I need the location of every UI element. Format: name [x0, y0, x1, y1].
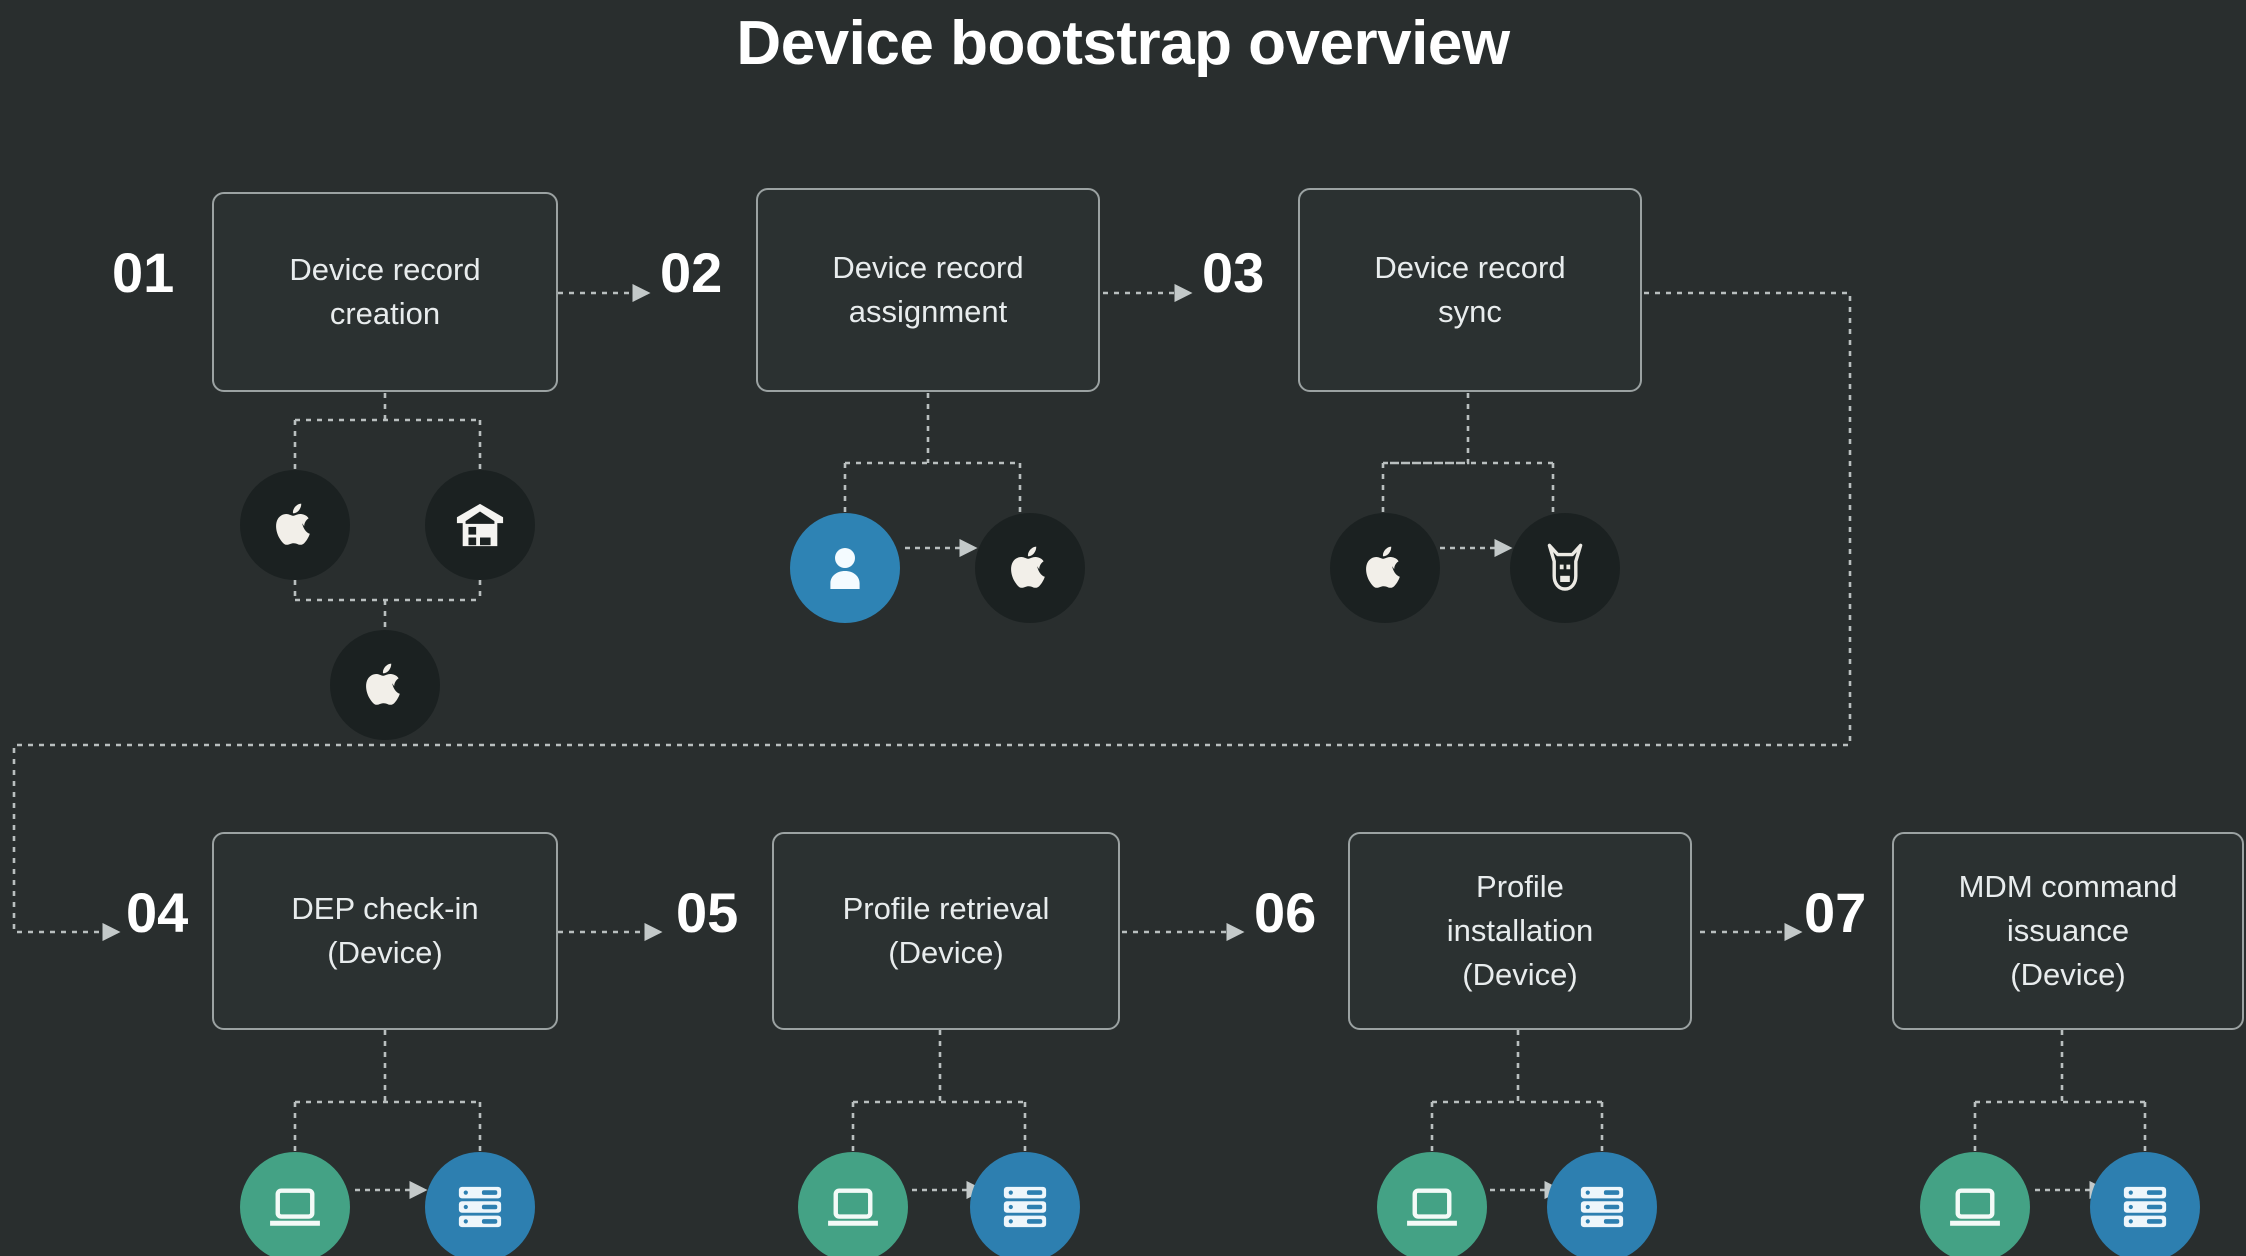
step-label-04: DEP check-in (Device)	[291, 890, 479, 970]
apple-icon	[1006, 540, 1054, 596]
step-box-07[interactable]: MDM command issuance (Device)	[1892, 832, 2244, 1030]
laptop-icon	[266, 1184, 324, 1230]
branch-05	[851, 1030, 1027, 1152]
step-number-03: 03	[1202, 241, 1265, 304]
laptop-icon	[1403, 1184, 1461, 1230]
branch-03	[1381, 393, 1555, 513]
branch-06	[1430, 1030, 1604, 1152]
step-label-02: Device record assignment	[832, 249, 1024, 329]
branch-01	[293, 393, 482, 470]
step-number-07: 07	[1804, 881, 1867, 944]
step-box-01[interactable]: Device record creation	[212, 192, 558, 392]
user-icon	[821, 542, 869, 594]
icon-circle-apple-03[interactable]	[1330, 513, 1440, 623]
step-box-05[interactable]: Profile retrieval (Device)	[772, 832, 1120, 1030]
branch-07	[1973, 1030, 2147, 1152]
step-number-06: 06	[1254, 881, 1317, 944]
step-number-01: 01	[112, 241, 175, 304]
icon-circle-server-05[interactable]	[970, 1152, 1080, 1256]
icon-circle-apple-01b[interactable]	[330, 630, 440, 740]
icon-circle-laptop-04[interactable]	[240, 1152, 350, 1256]
icon-circle-user-02[interactable]	[790, 513, 900, 623]
step-number-05: 05	[676, 881, 739, 944]
apple-icon	[361, 657, 409, 713]
icon-circle-server-07[interactable]	[2090, 1152, 2200, 1256]
step-label-06: Profile installation (Device)	[1446, 868, 1594, 992]
step-label-03: Device record sync	[1374, 249, 1566, 329]
server-icon	[455, 1183, 505, 1231]
warehouse-icon	[453, 500, 507, 550]
step-label-01: Device record creation	[289, 251, 481, 331]
icon-circle-apple-01a[interactable]	[240, 470, 350, 580]
apple-icon	[271, 497, 319, 553]
step-box-02[interactable]: Device record assignment	[756, 188, 1100, 392]
page-title: Device bootstrap overview	[736, 9, 1510, 78]
branch-04	[293, 1030, 482, 1152]
step-number-02: 02	[660, 241, 723, 304]
step-number-04: 04	[126, 881, 189, 944]
server-icon	[2120, 1183, 2170, 1231]
branch-02	[843, 393, 1022, 513]
server-icon	[1000, 1183, 1050, 1231]
icon-circle-server-04[interactable]	[425, 1152, 535, 1256]
step-box-04[interactable]: DEP check-in (Device)	[212, 832, 558, 1030]
laptop-icon	[1946, 1184, 2004, 1230]
step-box-06[interactable]: Profile installation (Device)	[1348, 832, 1692, 1030]
bulldog-icon	[1541, 541, 1589, 595]
step-label-05: Profile retrieval (Device)	[842, 890, 1050, 970]
apple-icon	[1361, 540, 1409, 596]
icon-circle-bulldog-03[interactable]	[1510, 513, 1620, 623]
icon-circle-apple-02[interactable]	[975, 513, 1085, 623]
icon-circle-server-06[interactable]	[1547, 1152, 1657, 1256]
icon-circle-warehouse-01[interactable]	[425, 470, 535, 580]
laptop-icon	[824, 1184, 882, 1230]
step-box-03[interactable]: Device record sync	[1298, 188, 1642, 392]
icon-circle-laptop-07[interactable]	[1920, 1152, 2030, 1256]
step-label-07: MDM command issuance (Device)	[1958, 868, 2178, 992]
icon-circle-laptop-05[interactable]	[798, 1152, 908, 1256]
branch-01-merge	[293, 580, 482, 630]
icon-circle-laptop-06[interactable]	[1377, 1152, 1487, 1256]
server-icon	[1577, 1183, 1627, 1231]
